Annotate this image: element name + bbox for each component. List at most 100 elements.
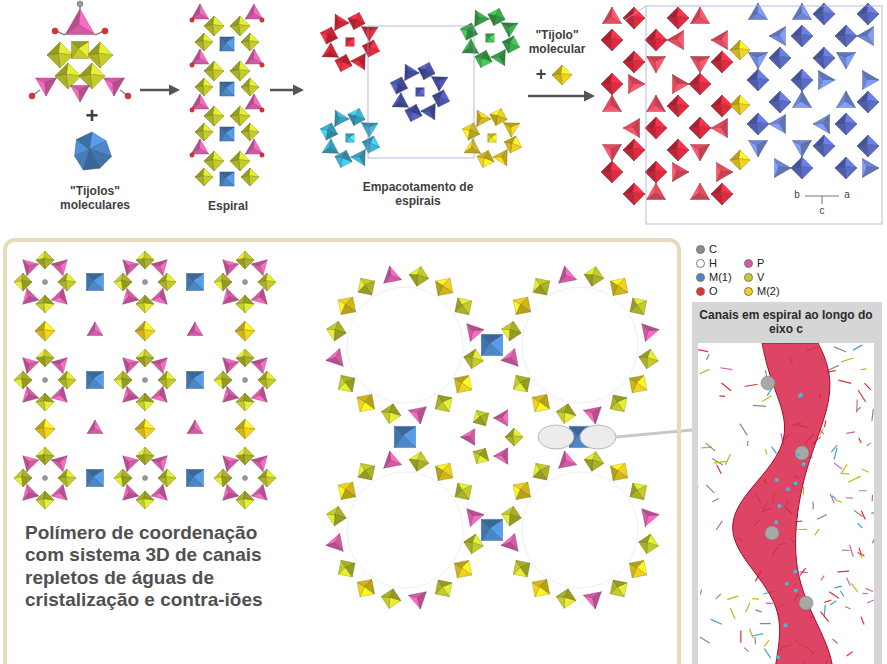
stage-label: Empacotamento de espirais: [348, 180, 488, 209]
panel-frame: Polímero de coordenação com sistema 3D d…: [3, 238, 681, 664]
octahedron: [533, 470, 547, 480]
tetrahedron: [322, 148, 338, 154]
tetrahedron: [151, 460, 163, 472]
tetrahedron: [160, 484, 167, 500]
tetrahedron: [418, 592, 427, 609]
bond-stick: [800, 568, 806, 575]
tetrahedron: [251, 264, 263, 276]
bond-stick: [719, 395, 725, 397]
tetrahedron: [191, 139, 200, 154]
octahedron: [801, 167, 814, 180]
plus-sign: +: [531, 64, 551, 86]
bond-stick: [745, 384, 758, 386]
octahedron: [639, 542, 647, 554]
octahedron: [455, 483, 462, 497]
octahedron: [601, 39, 612, 52]
tetrahedron: [593, 592, 602, 609]
octahedron: [667, 105, 678, 118]
octahedron: [611, 161, 624, 172]
octahedron: [481, 334, 502, 343]
tetrahedron: [360, 54, 366, 70]
bond-stick: [872, 495, 873, 502]
tetrahedron: [430, 104, 436, 120]
tetrahedron: [151, 362, 163, 374]
octahedron: [195, 78, 204, 87]
octahedron: [230, 70, 240, 81]
atom-sphere: [260, 153, 264, 157]
bond-stick: [717, 465, 722, 474]
octahedron: [44, 393, 54, 402]
bond-stick: [853, 345, 862, 350]
unit-cell: [646, 6, 882, 224]
octahedron: [22, 281, 32, 291]
bond-stick: [820, 430, 823, 434]
tetrahedron: [160, 386, 167, 402]
octahedron: [230, 160, 240, 171]
octahedron: [418, 68, 425, 79]
tetrahedron: [23, 395, 39, 402]
octahedron: [44, 419, 55, 429]
octahedron: [266, 477, 276, 487]
octahedron: [14, 281, 23, 291]
tetrahedron: [51, 460, 63, 472]
tetrahedron: [123, 456, 129, 472]
tetrahedron: [60, 386, 67, 402]
octahedron: [677, 139, 690, 150]
octahedron: [677, 95, 690, 106]
octahedron: [835, 157, 846, 168]
octahedron: [87, 42, 100, 55]
octahedron: [823, 57, 836, 70]
tetrahedron: [462, 48, 478, 54]
octahedron: [481, 519, 502, 528]
octahedron: [368, 47, 379, 57]
tetrahedron: [326, 358, 343, 367]
channel-framework: [326, 266, 692, 609]
tetrahedron: [475, 10, 479, 26]
bond-stick: [832, 639, 837, 644]
octahedron: [610, 281, 617, 296]
octahedron: [66, 63, 81, 76]
atom-sphere: [794, 589, 798, 593]
octahedron: [135, 419, 145, 429]
octahedron: [823, 3, 836, 14]
tetrahedron: [23, 297, 39, 304]
octahedron: [236, 455, 245, 465]
tetrahedron: [245, 4, 254, 19]
unit-cell: [625, 6, 646, 20]
octahedron: [689, 73, 700, 84]
octahedron: [222, 477, 232, 487]
octahedron: [857, 135, 868, 146]
octahedron: [35, 330, 45, 341]
tetrahedron: [87, 420, 95, 434]
octahedron: [241, 168, 250, 177]
octahedron: [235, 428, 245, 439]
octahedron: [435, 281, 442, 296]
octahedron: [623, 183, 634, 194]
bond-stick: [858, 390, 865, 401]
atom-sphere: [784, 623, 788, 627]
octahedron: [239, 16, 250, 26]
octahedron: [144, 303, 154, 313]
tetrahedron: [673, 163, 690, 173]
octahedron: [516, 304, 531, 314]
tetrahedron: [647, 95, 657, 112]
octahedron: [66, 477, 76, 487]
bond-stick: [706, 485, 714, 493]
tetrahedron: [418, 407, 427, 424]
octahedron: [629, 560, 644, 567]
octahedron: [823, 145, 836, 158]
atom-sphere: [795, 446, 809, 460]
octahedron: [244, 491, 254, 500]
atom-sphere: [190, 18, 194, 22]
bond-stick: [861, 617, 864, 625]
octahedron: [244, 330, 255, 341]
octahedron: [335, 156, 342, 167]
tetrahedron: [123, 395, 139, 402]
octahedron: [791, 69, 802, 80]
octahedron: [791, 25, 802, 36]
octahedron: [769, 57, 780, 70]
tetrahedron: [667, 39, 684, 49]
octahedron: [601, 73, 612, 84]
octahedron: [516, 489, 531, 499]
octahedron: [747, 123, 758, 136]
